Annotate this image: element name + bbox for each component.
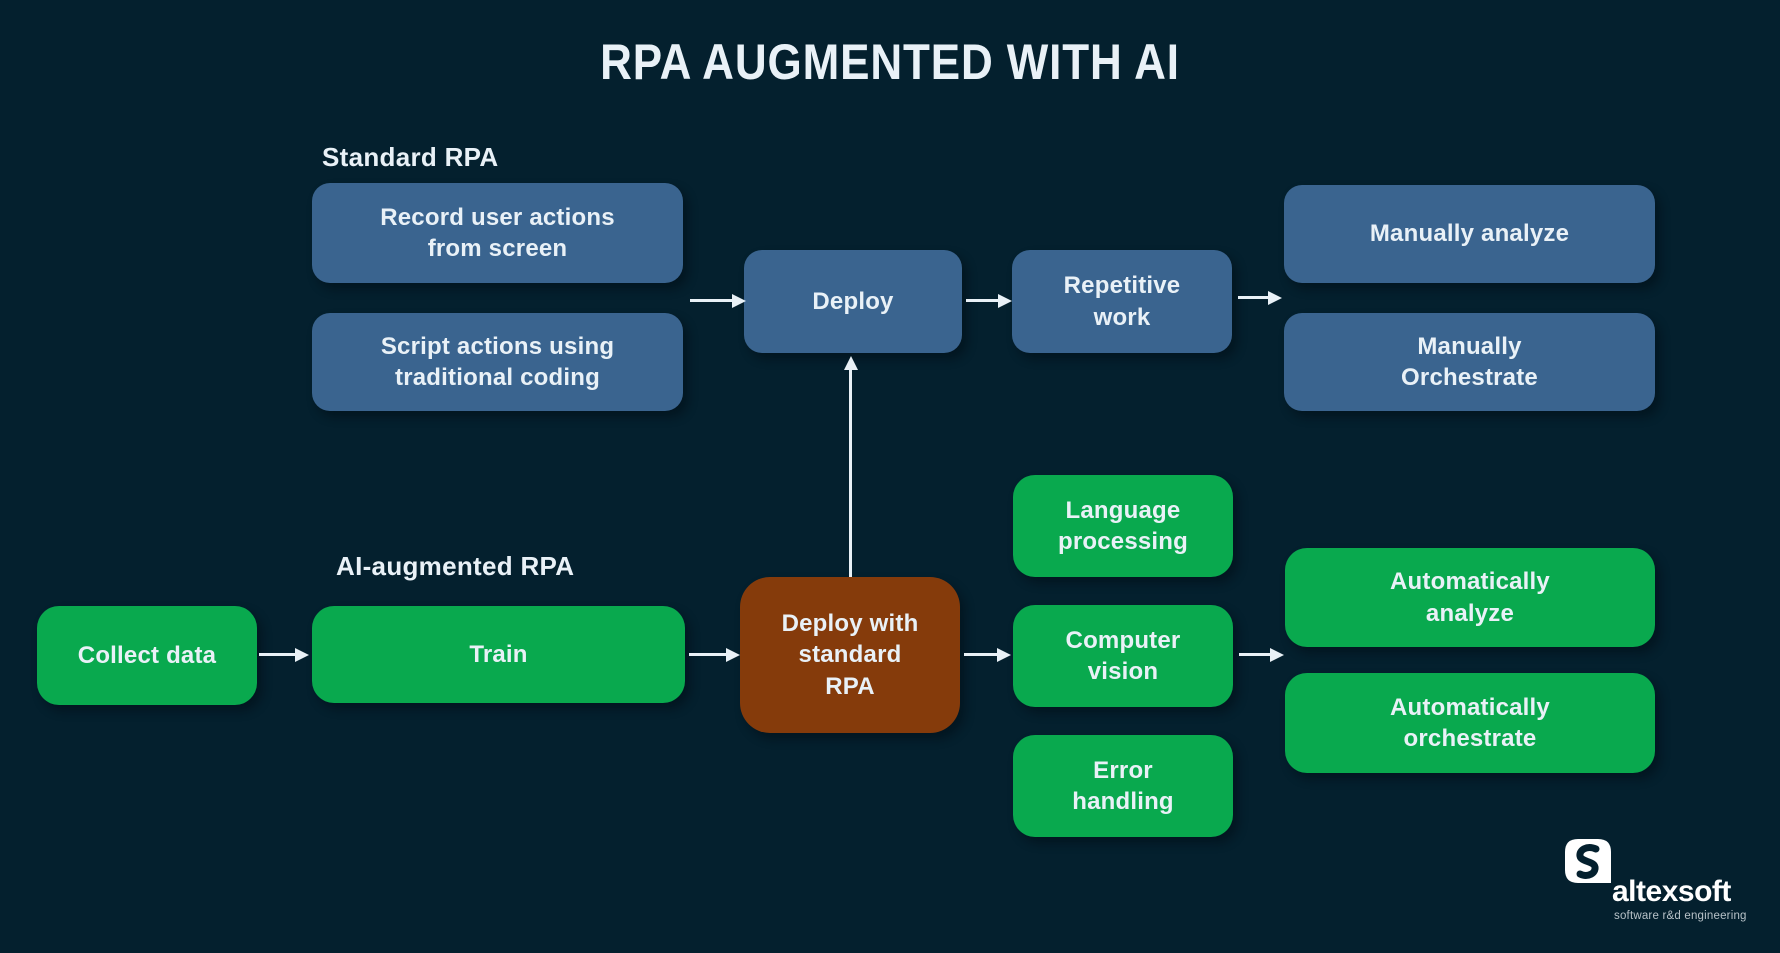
node-computer-vision: Computer vision xyxy=(1013,605,1233,707)
node-collect-data: Collect data xyxy=(37,606,257,705)
node-label: Repetitive work xyxy=(1063,272,1181,331)
altexsoft-bubble-icon xyxy=(1565,839,1611,883)
diagram-title: RPA AUGMENTED WITH AI xyxy=(600,34,1180,90)
node-manually-orchestrate: Manually Orchestrate xyxy=(1284,313,1655,411)
node-deploy: Deploy xyxy=(744,250,962,353)
altexsoft-logo: altexsoft software r&d engineering xyxy=(1560,835,1770,935)
arrow-collect-to-train xyxy=(259,653,295,656)
node-manually-analyze: Manually analyze xyxy=(1284,185,1655,283)
node-automatically-analyze: Automatically analyze xyxy=(1285,548,1655,647)
node-record-user-actions: Record user actions from screen xyxy=(312,183,683,283)
node-label: Deploy with standard RPA xyxy=(781,610,919,700)
arrow-standard-boxes-to-deploy xyxy=(690,299,732,302)
node-train: Train xyxy=(312,606,685,703)
node-label: Manually Orchestrate xyxy=(1401,332,1538,391)
arrow-vision-to-automatically-boxes xyxy=(1239,653,1270,656)
node-label: Script actions using traditional coding xyxy=(380,332,615,391)
ai-augmented-rpa-section-label: AI-augmented RPA xyxy=(336,551,575,581)
node-script-actions: Script actions using traditional coding xyxy=(312,313,683,411)
node-label: Manually analyze xyxy=(1369,220,1570,248)
arrow-deploy-to-repetitive-work xyxy=(966,299,998,302)
node-language-processing: Language processing xyxy=(1013,475,1233,577)
altexsoft-logo-tagline: software r&d engineering xyxy=(1614,910,1747,922)
node-label: Automatically orchestrate xyxy=(1390,693,1550,752)
node-label: Deploy xyxy=(812,287,894,315)
arrow-deploy-std-to-computer-vision xyxy=(964,653,997,656)
standard-rpa-section-label: Standard RPA xyxy=(322,142,499,172)
node-label: Record user actions from screen xyxy=(380,203,615,262)
node-label: Error handling xyxy=(1072,756,1174,815)
arrow-repetitive-to-manually-boxes xyxy=(1238,296,1268,299)
arrow-deploy-std-up-to-deploy xyxy=(849,369,852,577)
node-error-handling: Error handling xyxy=(1013,735,1233,837)
node-label: Language processing xyxy=(1057,496,1189,555)
node-label: Train xyxy=(469,640,528,668)
node-deploy-with-standard-rpa: Deploy with standard RPA xyxy=(740,577,960,733)
node-label: Computer vision xyxy=(1065,626,1181,685)
node-label: Collect data xyxy=(77,641,217,669)
node-automatically-orchestrate: Automatically orchestrate xyxy=(1285,673,1655,773)
arrow-train-to-deploy-std xyxy=(689,653,726,656)
altexsoft-logo-text: altexsoft xyxy=(1612,875,1731,908)
node-label: Automatically analyze xyxy=(1390,568,1550,627)
node-repetitive-work: Repetitive work xyxy=(1012,250,1232,353)
